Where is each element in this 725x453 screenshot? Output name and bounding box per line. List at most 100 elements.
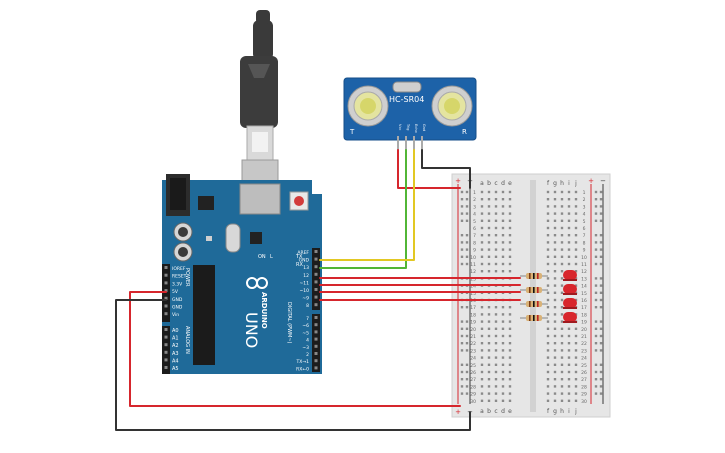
- led-red[interactable]: [563, 298, 577, 309]
- header-pin[interactable]: [314, 366, 318, 370]
- digital-header-bottom[interactable]: [312, 314, 320, 372]
- bb-row-number: 14: [470, 284, 476, 290]
- bb-row-number: 17: [581, 305, 587, 311]
- bb-row-number: 23: [470, 348, 476, 354]
- header-pin[interactable]: [164, 296, 168, 300]
- analog-pin-label: A5: [172, 366, 179, 372]
- wire-sensor-gnd[interactable]: [421, 149, 471, 189]
- header-pin[interactable]: [164, 266, 168, 269]
- bb-row-number: 6: [583, 226, 586, 232]
- digital-pin-label: 8: [306, 303, 309, 309]
- wire-sensor-vcc[interactable]: [397, 149, 461, 189]
- bb-col-label: g: [553, 180, 557, 187]
- header-pin[interactable]: [164, 350, 168, 354]
- power-caption: POWER: [184, 268, 190, 287]
- header-pin[interactable]: [314, 295, 318, 299]
- bb-row-number: 11: [470, 262, 476, 268]
- header-pin[interactable]: [164, 358, 168, 362]
- bb-row-number: 7: [473, 233, 476, 239]
- wire-gnd-rail[interactable]: [115, 299, 471, 431]
- resistor[interactable]: [520, 273, 548, 279]
- bb-col-label: b: [487, 180, 491, 187]
- power-pin-label: GND: [172, 297, 183, 303]
- power-pin-label: IOREF: [172, 266, 186, 272]
- bb-row-number: 24: [581, 356, 587, 362]
- tx-led-label: TX: [295, 254, 303, 260]
- header-pin[interactable]: [314, 257, 318, 261]
- header-pin[interactable]: [314, 323, 318, 327]
- bb-row-number: 30: [470, 399, 476, 405]
- bb-row-number: 20: [581, 327, 587, 333]
- transmitter: [347, 85, 389, 127]
- header-pin[interactable]: [314, 330, 318, 334]
- bb-row-number: 8: [583, 240, 586, 246]
- bb-col-label: c: [494, 408, 497, 415]
- digital-pin-label: 13: [303, 265, 309, 271]
- bb-col-label: a: [480, 408, 484, 415]
- crystal: [225, 223, 241, 253]
- header-pin[interactable]: [164, 273, 168, 277]
- bb-row-number: 1: [473, 190, 476, 196]
- bb-row-number: 20: [470, 327, 476, 333]
- wire-5v-rail[interactable]: [129, 291, 461, 407]
- digital-pin-label: TX→1: [296, 359, 310, 365]
- reset-button[interactable]: [289, 191, 309, 211]
- led-red[interactable]: [563, 284, 577, 295]
- bb-row-number: 26: [470, 370, 476, 376]
- led-red[interactable]: [563, 270, 577, 281]
- resistor[interactable]: [520, 301, 548, 307]
- header-pin[interactable]: [164, 366, 168, 369]
- header-pin[interactable]: [164, 304, 168, 308]
- bb-row-number: 25: [581, 363, 587, 369]
- analog-header[interactable]: [162, 326, 170, 374]
- resistor[interactable]: [520, 315, 548, 321]
- bb-row-number: 18: [470, 312, 476, 318]
- bb-row-number: 12: [470, 269, 476, 275]
- header-pin[interactable]: [314, 303, 318, 307]
- digital-header-top[interactable]: [312, 248, 320, 310]
- header-pin[interactable]: [314, 280, 318, 284]
- bb-col-label: f: [547, 408, 550, 415]
- header-pin[interactable]: [164, 335, 168, 339]
- bb-col-label: i: [568, 408, 570, 415]
- header-pin[interactable]: [164, 343, 168, 347]
- bb-row-number: 28: [470, 384, 476, 390]
- bb-rail-plus: +: [455, 408, 461, 416]
- bb-row-number: 24: [470, 356, 476, 362]
- wire-sensor-echo[interactable]: [319, 149, 415, 261]
- digital-pin-label: ~6: [302, 323, 309, 329]
- header-pin[interactable]: [314, 352, 318, 355]
- wire-sensor-trig[interactable]: [319, 149, 407, 269]
- bb-col-label: g: [553, 408, 557, 415]
- header-pin[interactable]: [314, 316, 318, 319]
- led-l-label: L: [270, 254, 273, 260]
- led-red[interactable]: [563, 312, 577, 323]
- digital-pin-label: 7: [306, 316, 309, 322]
- digital-caption: DIGITAL (PWM~): [286, 302, 292, 344]
- header-pin[interactable]: [314, 265, 318, 269]
- header-pin[interactable]: [164, 328, 168, 331]
- arduino-uno-board[interactable]: ON L TX RX ARDUINO UNO DIGITAL (PWM~) PO…: [162, 174, 322, 374]
- header-pin[interactable]: [314, 288, 318, 291]
- bb-row-number: 21: [581, 334, 587, 340]
- header-pin[interactable]: [314, 344, 318, 348]
- header-pin[interactable]: [314, 359, 318, 363]
- wires: [115, 149, 521, 431]
- header-pin[interactable]: [164, 312, 168, 316]
- header-pin[interactable]: [164, 289, 168, 293]
- header-pin[interactable]: [314, 272, 318, 276]
- header-pin[interactable]: [314, 250, 318, 253]
- bb-row-number: 15: [581, 291, 587, 297]
- bb-rail-plus: +: [455, 177, 461, 185]
- bb-row-number: 14: [581, 284, 587, 290]
- header-pin[interactable]: [314, 337, 318, 341]
- resistor[interactable]: [520, 287, 548, 293]
- usb-cable[interactable]: [240, 10, 279, 195]
- bb-row-number: 18: [581, 312, 587, 318]
- bb-col-label: e: [508, 408, 512, 415]
- header-pin[interactable]: [164, 281, 168, 285]
- bb-row-number: 27: [581, 377, 587, 383]
- bb-row-number: 10: [470, 255, 476, 261]
